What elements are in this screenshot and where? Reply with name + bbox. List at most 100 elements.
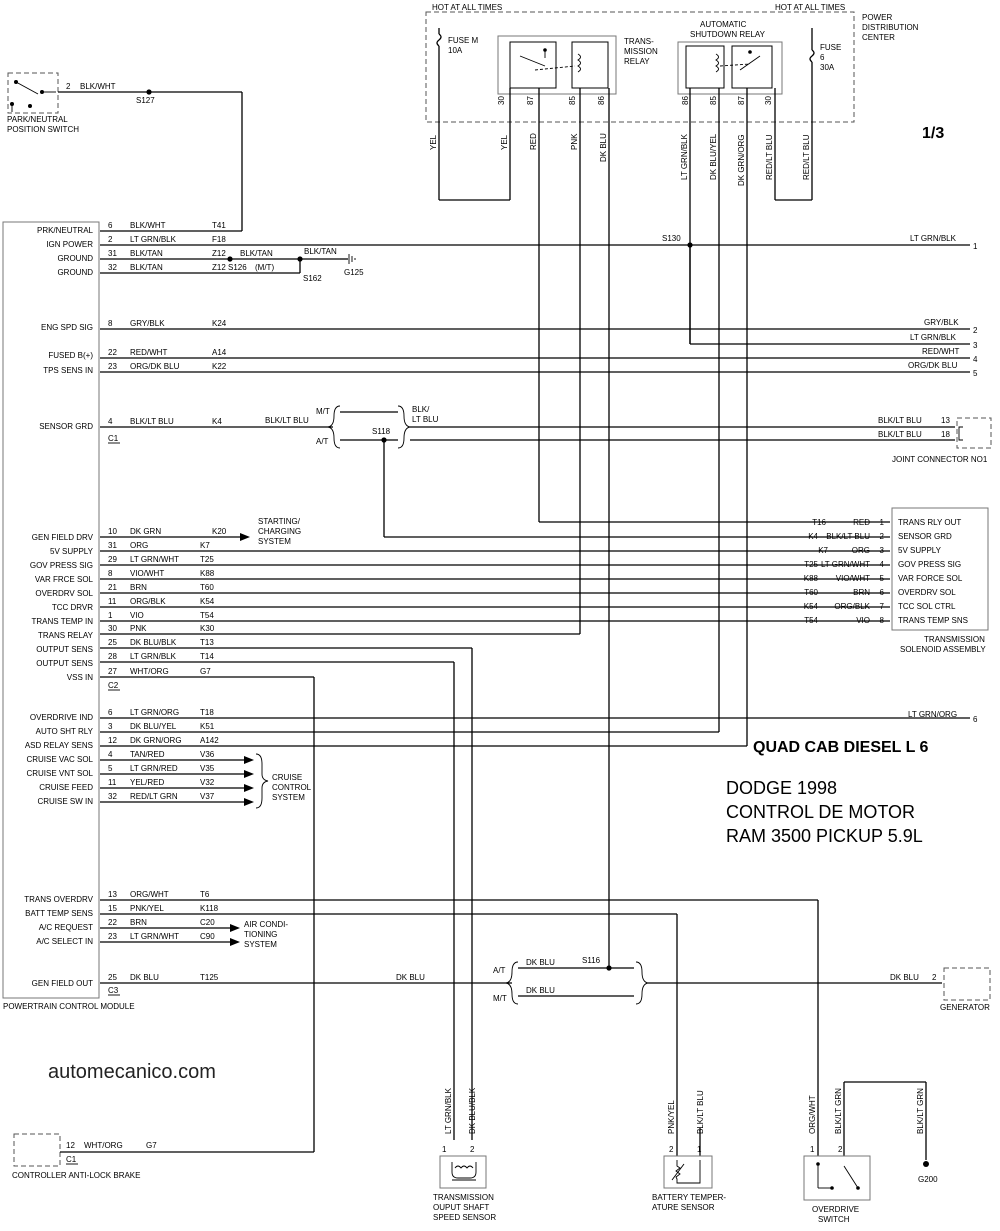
solenoid-label-2: SOLENOID ASSEMBLY — [900, 645, 986, 654]
joint-wire-1: BLK/LT BLU — [878, 416, 922, 425]
gen-at: A/T — [493, 966, 506, 975]
solenoid-wire: VIO — [856, 616, 870, 625]
wire-pnk-85: PNK — [570, 133, 579, 150]
trans-pin-86: 86 — [597, 96, 606, 105]
abs-pin: 12 — [66, 1141, 75, 1150]
asd-relay-line-1: AUTOMATIC — [700, 20, 747, 29]
pcm-signal-label: ENG SPD SIG — [41, 323, 93, 332]
page-number: 1/3 — [922, 125, 944, 142]
ground-wire-1: BLK/TAN — [240, 249, 273, 258]
fuse-m-rating: 10A — [448, 46, 463, 55]
pcm-row-circuit: K4 — [212, 417, 222, 426]
pcm-row-pin: 10 — [108, 527, 117, 536]
pcm-row-circuit: K88 — [200, 569, 215, 578]
solenoid-pin-label: TRANS RLY OUT — [898, 518, 961, 527]
park-wire: BLK/WHT — [80, 82, 116, 91]
pcm-row-pin: 12 — [108, 736, 117, 745]
cruise-line-3: SYSTEM — [272, 793, 305, 802]
solenoid-circuit: K88 — [804, 574, 819, 583]
batt-label-2: ATURE SENSOR — [652, 1203, 715, 1212]
abs-wire: WHT/ORG — [84, 1141, 123, 1150]
solenoid-pin-number: 6 — [880, 588, 885, 597]
pcm-row-pin: 30 — [108, 624, 117, 633]
pcm-row-wire: DK GRN/ORG — [130, 736, 182, 745]
od-pin-2: 2 — [838, 1145, 843, 1154]
park-neutral-switch: 2 BLK/WHT S127 PARK/NEUTRAL POSITION SWI… — [7, 72, 243, 231]
pcm-row-circuit: C90 — [200, 932, 215, 941]
abs-label: CONTROLLER ANTI-LOCK BRAKE — [12, 1171, 140, 1180]
pcm-row-wire: BLK/LT BLU — [130, 417, 174, 426]
power-distribution-center: HOT AT ALL TIMES HOT AT ALL TIMES POWER … — [425, 3, 919, 123]
od-wire-2: BLK/LT GRN — [834, 1088, 843, 1134]
pcm-row-circuit: C20 — [200, 918, 215, 927]
sensor-grd-at: A/T — [316, 437, 329, 446]
speed-wire-1: LT GRN/BLK — [444, 1087, 453, 1134]
pcm-signal-label: BATT TEMP SENS — [25, 909, 93, 918]
pcm-signal-label: PRK/NEUTRAL — [37, 226, 94, 235]
title-block: QUAD CAB DIESEL L 6 DODGE 1998 CONTROL D… — [726, 739, 929, 846]
batt-pin-1: 1 — [697, 1145, 702, 1154]
trans-pin-87: 87 — [526, 96, 535, 105]
pcm-row-pin: 13 — [108, 890, 117, 899]
pcm-row-pin: 28 — [108, 652, 117, 661]
pcm-signal-label: CRUISE FEED — [39, 783, 93, 792]
cruise-line-1: CRUISE — [272, 773, 302, 782]
od-wire-3: BLK/LT GRN — [916, 1088, 925, 1134]
solenoid-pin-number: 5 — [880, 574, 885, 583]
pcm-row-wire: TAN/RED — [130, 750, 165, 759]
fuse-m-label: FUSE M — [448, 36, 479, 45]
pcm-row-circuit: F18 — [212, 235, 226, 244]
wire-dkgrnorg-87: DK GRN/ORG — [737, 134, 746, 186]
pcm-connector-c1: C1 — [108, 434, 119, 443]
pcm-row-wire: LT GRN/BLK — [130, 652, 177, 661]
pcm-row-circuit: K20 — [212, 527, 227, 536]
pcm-signal-label: TCC DRVR — [52, 603, 93, 612]
splice-s118: S118 — [372, 427, 391, 436]
pcm-row-wire: VIO — [130, 611, 144, 620]
pcm-row-circuit: T41 — [212, 221, 226, 230]
pcm-row-wire: DK BLU/BLK — [130, 638, 177, 647]
battery-temperature-sensor: PNK/YEL BLK/LT BLU 2 1 BATTERY TEMPER- A… — [652, 1090, 726, 1212]
ground-g125: G125 — [344, 268, 364, 277]
pcm-signal-label: VAR FRCE SOL — [35, 575, 94, 584]
top-wire-labels: YEL YEL RED PNK DK BLU LT GRN/BLK DK BLU… — [429, 133, 811, 186]
out-4-num: 4 — [973, 355, 978, 364]
wire-red-87: RED — [529, 133, 538, 150]
gen-wire-out: DK BLU — [890, 973, 919, 982]
pcm-row-wire: RED/LT GRN — [130, 792, 178, 801]
pcm-row-wire: PNK/YEL — [130, 904, 164, 913]
pcm-row-wire: LT GRN/WHT — [130, 932, 179, 941]
pcm-row-wire: ORG — [130, 541, 148, 550]
splice-s162: S162 — [303, 274, 322, 283]
out-6-num: 6 — [973, 715, 978, 724]
pcm-signal-label: TRANS RELAY — [38, 631, 94, 640]
pcm-row-circuit: V36 — [200, 750, 215, 759]
pcm-signal-label: OVERDRV SOL — [35, 589, 93, 598]
trans-pin-30: 30 — [497, 96, 506, 105]
out-5-num: 5 — [973, 369, 978, 378]
pcm-row-circuit: K24 — [212, 319, 227, 328]
solenoid-pin-number: 2 — [880, 532, 885, 541]
wire-dkblu-86: DK BLU — [599, 133, 608, 162]
pdc-line-2: DISTRIBUTION — [862, 23, 919, 32]
overdrive-switch: ORG/WHT BLK/LT GRN BLK/LT GRN 1 2 G200 O… — [803, 1081, 938, 1224]
solenoid-pin-label: TRANS TEMP SNS — [898, 616, 968, 625]
pcm-signal-label: GROUND — [57, 254, 93, 263]
pcm-row-pin: 6 — [108, 708, 113, 717]
pcm-row-wire: RED/WHT — [130, 348, 167, 357]
batt-wire-2: BLK/LT BLU — [696, 1090, 705, 1134]
asd-pin-85: 85 — [709, 96, 718, 105]
pcm-signal-label: AUTO SHT RLY — [36, 727, 94, 736]
asd-relay: AUTOMATIC SHUTDOWN RELAY — [677, 20, 783, 95]
od-label-1: OVERDRIVE — [812, 1205, 859, 1214]
solenoid-wire: VIO/WHT — [836, 574, 870, 583]
pcm-signal-label: OUTPUT SENS — [36, 659, 93, 668]
cruise-arrows: CRUISE CONTROL SYSTEM — [100, 753, 312, 809]
out-5-wire: ORG/DK BLU — [908, 361, 958, 370]
pcm-row-wire: BLK/WHT — [130, 221, 166, 230]
pcm-row-pin: 27 — [108, 667, 117, 676]
fuse-m: FUSE M 10A — [436, 28, 479, 200]
pcm-row-pin: 8 — [108, 569, 113, 578]
